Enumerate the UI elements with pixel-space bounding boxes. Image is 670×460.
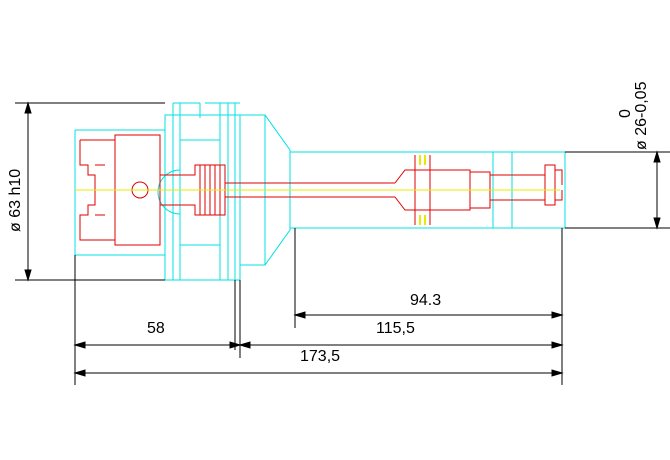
length-115-label: 115,5	[376, 320, 415, 337]
tool-holder-outline	[74, 102, 566, 281]
length-94-label: 94.3	[410, 292, 441, 309]
shank-diameter-label: ø 63 h10	[7, 169, 24, 232]
length-58-label: 58	[147, 320, 165, 337]
bore-diameter-label: ø 26-0,05	[633, 81, 650, 150]
section-marks	[419, 155, 426, 225]
length-173-label: 173,5	[300, 348, 340, 365]
bore-tolerance-upper-label: 0	[617, 109, 634, 118]
dimension-lines	[15, 101, 670, 385]
